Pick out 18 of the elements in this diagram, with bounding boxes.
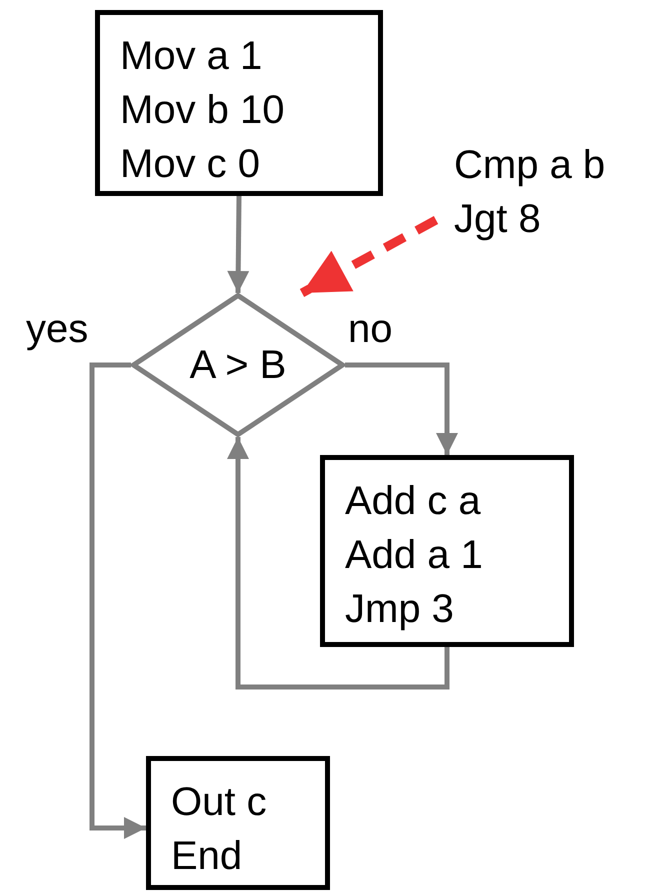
instruction-text: Jgt 8 [454,196,542,243]
instruction-text: Cmp a b [454,142,606,189]
instruction-text: End [171,833,244,880]
instruction-text: Mov a 1 [120,33,264,80]
arrow [227,196,250,294]
instruction-text: Out c [171,779,268,826]
condition-text: A > B [190,342,286,389]
arrow [90,362,146,839]
instruction-text: Mov b 10 [120,87,286,134]
instruction-text: Add a 1 [345,532,484,579]
instruction-text: Jmp 3 [345,586,455,633]
process-box [146,756,330,890]
arrow [345,362,458,455]
arrow [227,437,450,690]
process-box [320,455,574,647]
process-box [95,10,383,196]
instruction-text: Add c a [345,478,482,525]
instruction-text: Mov c 0 [120,141,262,188]
